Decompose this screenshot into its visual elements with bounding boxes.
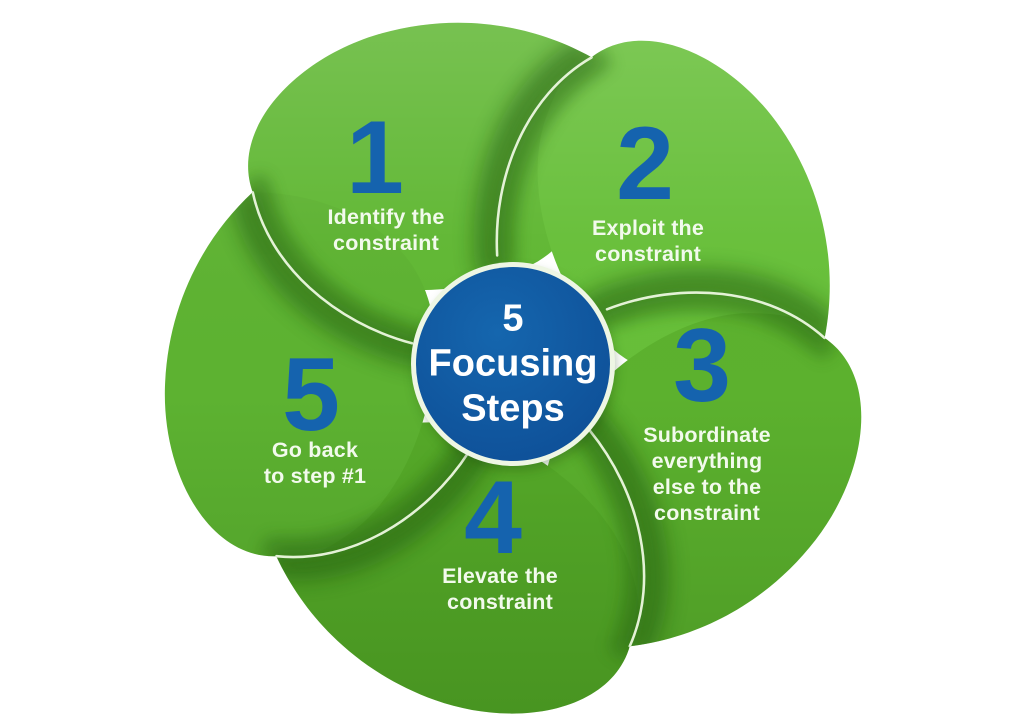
center-circle xyxy=(416,267,610,461)
